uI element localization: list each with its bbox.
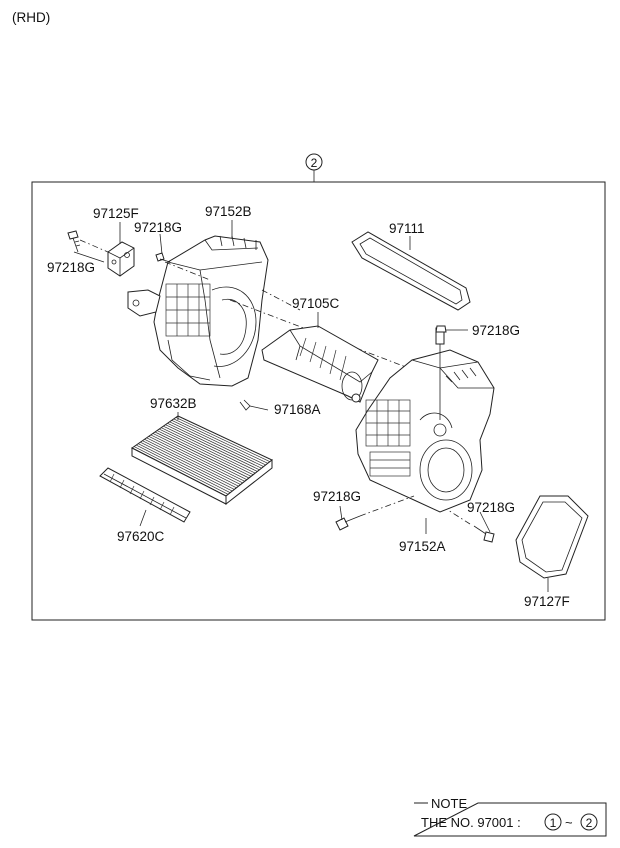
screw-97218G-left xyxy=(155,252,171,263)
blower-case-upper xyxy=(127,235,269,387)
cabin-filter-97632B xyxy=(131,415,273,506)
filter-pleat xyxy=(175,417,271,462)
filter-pleat xyxy=(161,427,256,474)
clip-97168A xyxy=(239,399,251,411)
filter-pleat xyxy=(163,425,258,472)
label-97620C: 97620C xyxy=(117,529,165,544)
filter-pleat xyxy=(144,438,239,487)
screw-97218G-bottom-left xyxy=(335,515,361,531)
filter-pleat xyxy=(159,428,254,476)
screw-97218G-upper-left xyxy=(67,230,81,253)
filter-pleat xyxy=(152,433,248,480)
gasket-97111 xyxy=(351,231,471,311)
label-97125F: 97125F xyxy=(93,206,139,221)
note-range-start: 1 xyxy=(550,816,557,830)
variant-label: (RHD) xyxy=(12,10,50,25)
assembly-number: 2 xyxy=(311,156,318,170)
note-range-end: 2 xyxy=(586,816,593,830)
filter-pleat xyxy=(146,437,241,485)
filter-cover-97620C xyxy=(99,467,191,523)
note-range-separator: ~ xyxy=(565,815,573,830)
filter-pleat xyxy=(133,446,229,495)
filter-pleat xyxy=(173,418,268,464)
filter-pleat xyxy=(142,440,237,489)
note-heading: NOTE xyxy=(431,796,467,811)
blower-case-lower xyxy=(355,327,495,513)
filter-pleat xyxy=(171,420,266,466)
label-97632B: 97632B xyxy=(150,396,197,411)
filter-pleat xyxy=(154,431,250,479)
filter-pleat xyxy=(169,421,264,467)
filter-pleat xyxy=(165,424,260,471)
label-97218G-e: 97218G xyxy=(467,500,515,515)
screw-97218G-top-right xyxy=(435,325,447,333)
label-97111: 97111 xyxy=(389,221,425,236)
label-97152B: 97152B xyxy=(205,204,252,219)
note-box: NOTE THE NO. 97001 : 1 ~ 2 xyxy=(413,796,607,837)
filter-pleat xyxy=(136,444,231,494)
actuator-97125F xyxy=(107,241,135,277)
assembly-frame xyxy=(31,181,606,621)
screw-97218G-bottom-right xyxy=(473,525,495,543)
label-97218G-b: 97218G xyxy=(47,260,95,275)
filter-pleat xyxy=(138,443,233,492)
seal-97127F xyxy=(515,495,589,579)
label-97218G-a: 97218G xyxy=(134,220,182,235)
filter-pleat xyxy=(148,436,243,484)
label-97168A: 97168A xyxy=(274,402,321,417)
label-97105C: 97105C xyxy=(292,296,340,311)
filter-pleat xyxy=(140,441,235,490)
filter-pleat xyxy=(156,430,252,477)
filter-pleat xyxy=(150,434,245,482)
assembly-callout: 2 xyxy=(305,153,323,182)
label-97152A: 97152A xyxy=(399,539,446,554)
note-text: THE NO. 97001 : xyxy=(421,815,521,830)
label-97218G-d: 97218G xyxy=(313,489,361,504)
label-97218G-c: 97218G xyxy=(472,323,520,338)
filter-pleat xyxy=(167,422,262,469)
label-97127F: 97127F xyxy=(524,594,570,609)
duct-97105C xyxy=(261,325,379,403)
